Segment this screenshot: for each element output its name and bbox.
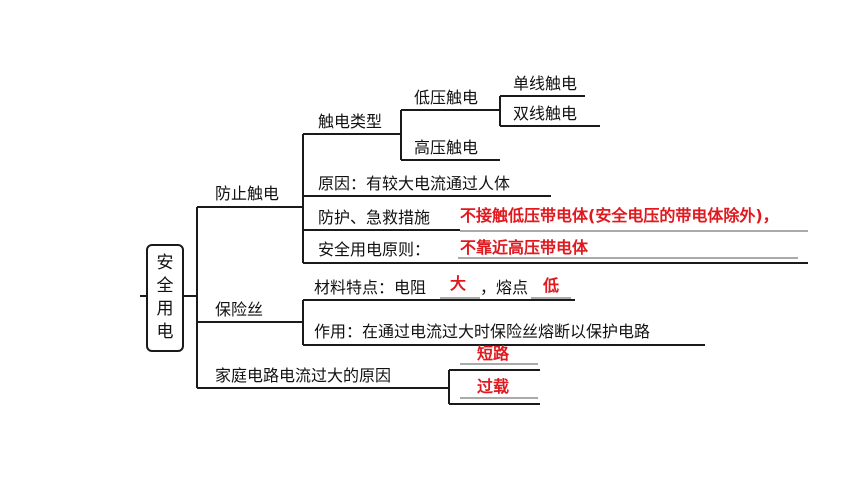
- answer-overload: 过载: [477, 377, 510, 396]
- answer-short-circuit: 短路: [477, 344, 510, 363]
- node-single-line: 单线触电: [513, 74, 578, 93]
- node-prevent-shock: 防止触电: [215, 184, 280, 203]
- root-node: 安 全 用 电: [146, 244, 184, 352]
- root-char: 安: [156, 253, 174, 273]
- node-double-line: 双线触电: [513, 104, 578, 123]
- answer-protection: 不接触低压带电体(安全电压的带电体除外)，: [460, 206, 779, 225]
- root-label: 安 全 用 电: [148, 252, 182, 344]
- node-principle: 安全用电原则：: [318, 240, 431, 259]
- node-function: 作用：在通过电流过大时保险丝熔断以保护电路: [314, 322, 651, 341]
- node-overcurrent-cause: 家庭电路电流过大的原因: [215, 366, 392, 385]
- node-cause: 原因：有较大电流通过人体: [318, 174, 511, 193]
- root-char: 全: [156, 276, 174, 296]
- answer-principle: 不靠近高压带电体: [460, 238, 589, 257]
- root-char: 电: [156, 322, 174, 342]
- node-melting-point: ，熔点: [480, 278, 529, 297]
- node-shock-types: 触电类型: [318, 112, 383, 131]
- answer-resistance: 大: [450, 274, 467, 293]
- node-high-voltage: 高压触电: [414, 138, 479, 157]
- root-char: 用: [156, 299, 174, 319]
- node-material: 材料特点：电阻: [314, 278, 427, 297]
- node-fuse: 保险丝: [215, 300, 264, 319]
- node-low-voltage: 低压触电: [414, 88, 479, 107]
- node-protection: 防护、急救措施: [318, 208, 431, 227]
- answer-melting-point: 低: [543, 276, 560, 295]
